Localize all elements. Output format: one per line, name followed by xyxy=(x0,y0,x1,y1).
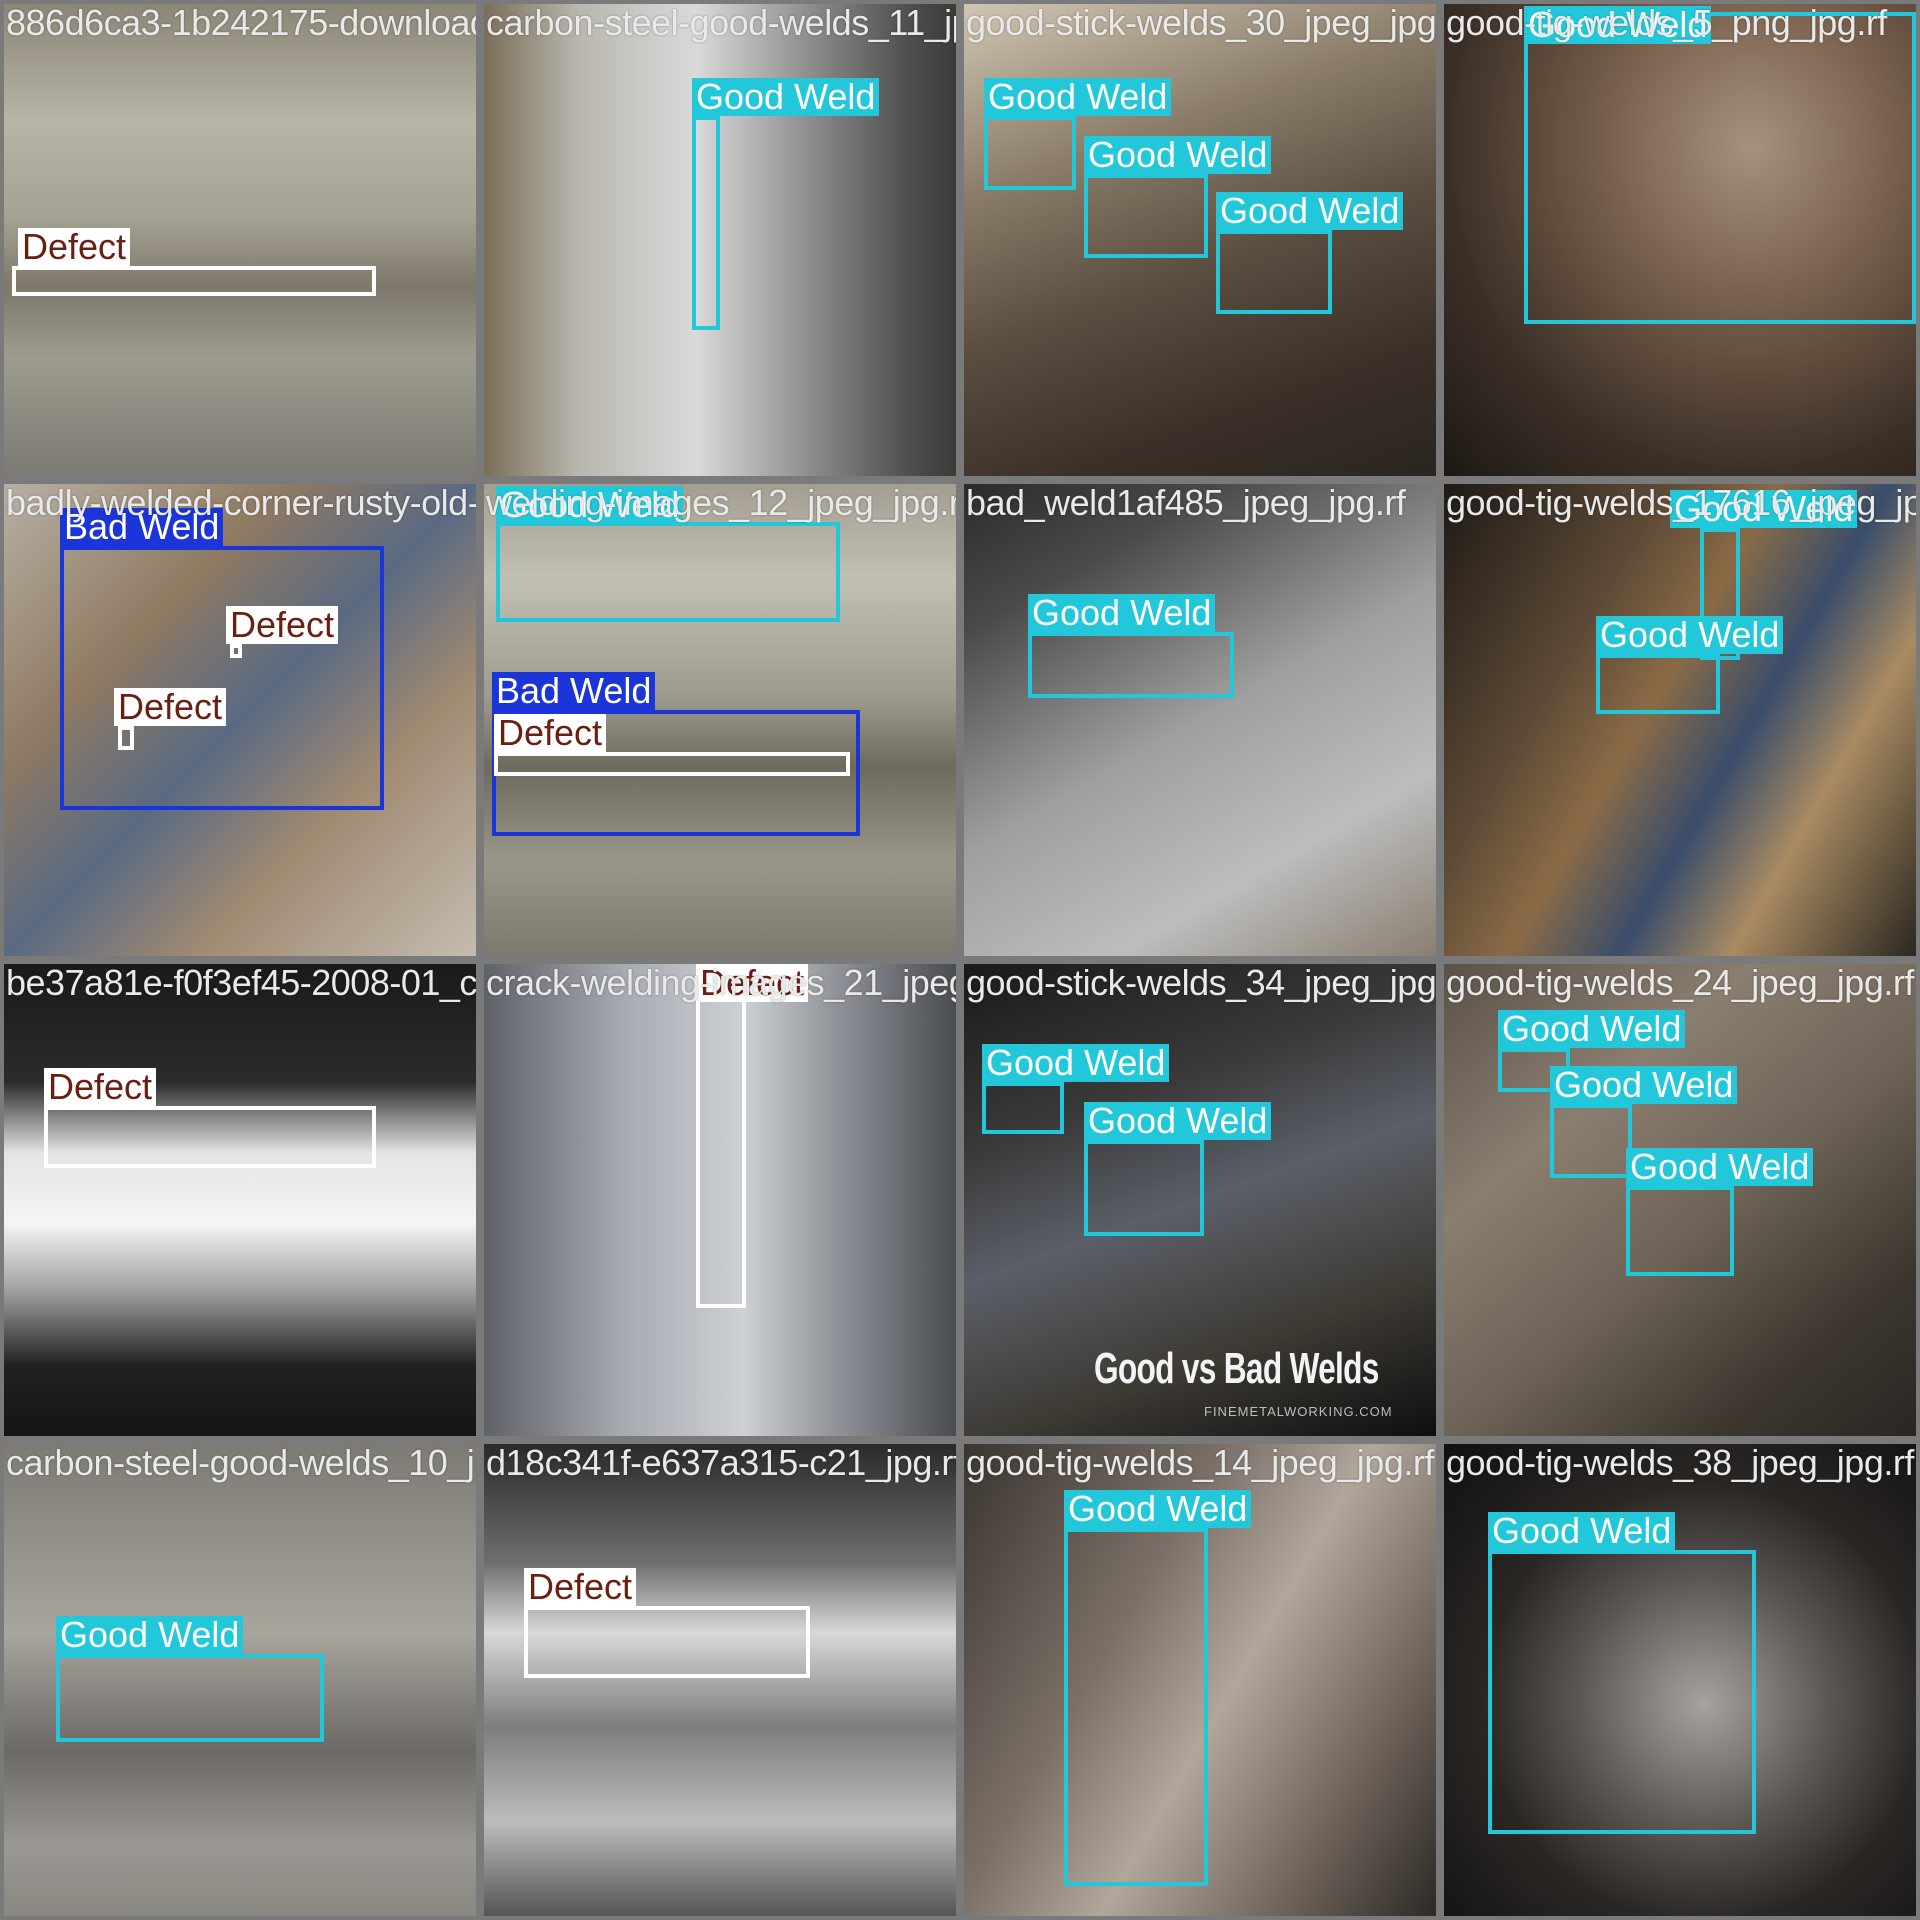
defect-box xyxy=(12,266,376,296)
good-weld-label: Good Weld xyxy=(1216,192,1404,230)
good-weld-box xyxy=(496,522,840,622)
good-weld-label: Good Weld xyxy=(1064,1490,1252,1528)
image-tile: crack-welding-images_21_jpeg_jpg.rfDefec… xyxy=(480,960,960,1440)
image-filename: good-tig-welds_5_png_jpg.rf xyxy=(1446,2,1887,43)
image-filename: 886d6ca3-1b242175-download_1_jpeg_jpg xyxy=(6,2,476,43)
image-filename: good-tig-welds_17616_jpeg_jpg xyxy=(1446,482,1920,523)
good-weld-label: Good Weld xyxy=(1524,6,1712,44)
defect-label: Defect xyxy=(524,1568,637,1606)
image-filename: d18c341f-e637a315-c21_jpg.rf xyxy=(486,1442,960,1483)
good-weld-box xyxy=(1028,632,1234,698)
image-filename: good-tig-welds_14_jpeg_jpg.rf xyxy=(966,1442,1434,1483)
good-weld-box xyxy=(1524,12,1916,324)
defect-label: Defect xyxy=(226,606,339,644)
good-weld-box xyxy=(982,1082,1064,1134)
defect-box xyxy=(118,726,134,750)
image-filename: bad_weld1af485_jpeg_jpg.rf xyxy=(966,482,1406,523)
image-tile: 886d6ca3-1b242175-download_1_jpeg_jpgDef… xyxy=(0,0,480,480)
photo-subcaption: FINEMETALWORKING.COM xyxy=(1204,1404,1393,1419)
good-weld-label: Good Weld xyxy=(496,486,684,524)
image-filename: good-tig-welds_38_jpeg_jpg.rf xyxy=(1446,1442,1914,1483)
photo-caption: Good vs Bad Welds xyxy=(1094,1344,1379,1393)
good-weld-label: Good Weld xyxy=(1670,490,1858,528)
good-weld-label: Good Weld xyxy=(1550,1066,1738,1104)
defect-box xyxy=(524,1606,810,1678)
good-weld-label: Good Weld xyxy=(1084,136,1272,174)
weld-photo xyxy=(4,964,476,1436)
defect-box xyxy=(230,644,242,658)
defect-label: Defect xyxy=(18,228,131,266)
defect-box xyxy=(44,1106,376,1168)
weld-photo xyxy=(484,964,956,1436)
image-filename: welding-images_12_jpeg_jpg.rf xyxy=(486,482,960,523)
good-weld-box xyxy=(1596,654,1720,714)
good-weld-label: Good Weld xyxy=(1498,1010,1686,1048)
good-weld-box xyxy=(984,116,1076,190)
defect-label: Defect xyxy=(114,688,227,726)
image-tile: carbon-steel-good-welds_11_jpeg_jpg.rf.2… xyxy=(480,0,960,480)
good-weld-box xyxy=(1084,174,1208,258)
defect-label: Defect xyxy=(44,1068,157,1106)
weld-photo xyxy=(4,484,476,956)
bad-weld-label: Bad Weld xyxy=(60,508,224,546)
good-weld-label: Good Weld xyxy=(1028,594,1216,632)
good-weld-label: Good Weld xyxy=(692,78,880,116)
good-weld-box xyxy=(1084,1140,1204,1236)
weld-photo xyxy=(964,484,1436,956)
bad-weld-label: Bad Weld xyxy=(492,672,656,710)
defect-label: Defect xyxy=(696,964,809,1002)
defect-label: Defect xyxy=(494,714,607,752)
good-weld-box xyxy=(1626,1186,1734,1276)
bad-weld-box xyxy=(60,546,384,810)
weld-photo xyxy=(1444,4,1916,476)
image-filename: good-stick-welds_34_jpeg_jpg.rf xyxy=(966,962,1440,1003)
good-weld-box xyxy=(692,116,720,330)
weld-photo xyxy=(484,1444,956,1916)
good-weld-label: Good Weld xyxy=(1596,616,1784,654)
weld-photo xyxy=(1444,484,1916,956)
weld-photo xyxy=(484,4,956,476)
good-weld-label: Good Weld xyxy=(1488,1512,1676,1550)
image-tile: badly-welded-corner-rusty-old-steelBad W… xyxy=(0,480,480,960)
good-weld-box xyxy=(1550,1104,1632,1178)
image-filename: good-stick-welds_30_jpeg_jpg.rf xyxy=(966,2,1440,43)
image-filename: crack-welding-images_21_jpeg_jpg.rf xyxy=(486,962,956,1003)
image-filename: be37a81e-f0f3ef45-2008-01_crack_jpg xyxy=(6,962,477,1003)
good-weld-box xyxy=(1488,1550,1756,1834)
defect-box xyxy=(494,752,850,776)
image-filename: good-tig-welds_24_jpeg_jpg.rf xyxy=(1446,962,1914,1003)
good-weld-box xyxy=(1700,528,1740,660)
good-weld-box xyxy=(1064,1528,1208,1886)
image-filename: carbon-steel-good-welds_10_jpeg_jpg.rf xyxy=(6,1442,476,1483)
good-weld-box xyxy=(1216,230,1332,314)
good-weld-label: Good Weld xyxy=(1626,1148,1814,1186)
image-tile: be37a81e-f0f3ef45-2008-01_crack_jpgDefec… xyxy=(0,960,480,1440)
good-weld-box xyxy=(56,1654,324,1742)
good-weld-label: Good Weld xyxy=(1084,1102,1272,1140)
image-filename: carbon-steel-good-welds_11_jpeg_jpg.rf.2 xyxy=(486,2,956,43)
good-weld-label: Good Weld xyxy=(56,1616,244,1654)
defect-box xyxy=(696,984,746,1308)
good-weld-label: Good Weld xyxy=(984,78,1172,116)
image-filename: badly-welded-corner-rusty-old-steel xyxy=(6,482,480,523)
weld-photo xyxy=(4,1444,476,1916)
image-tile: carbon-steel-good-welds_10_jpeg_jpg.rfGo… xyxy=(0,1440,480,1920)
good-weld-label: Good Weld xyxy=(982,1044,1170,1082)
